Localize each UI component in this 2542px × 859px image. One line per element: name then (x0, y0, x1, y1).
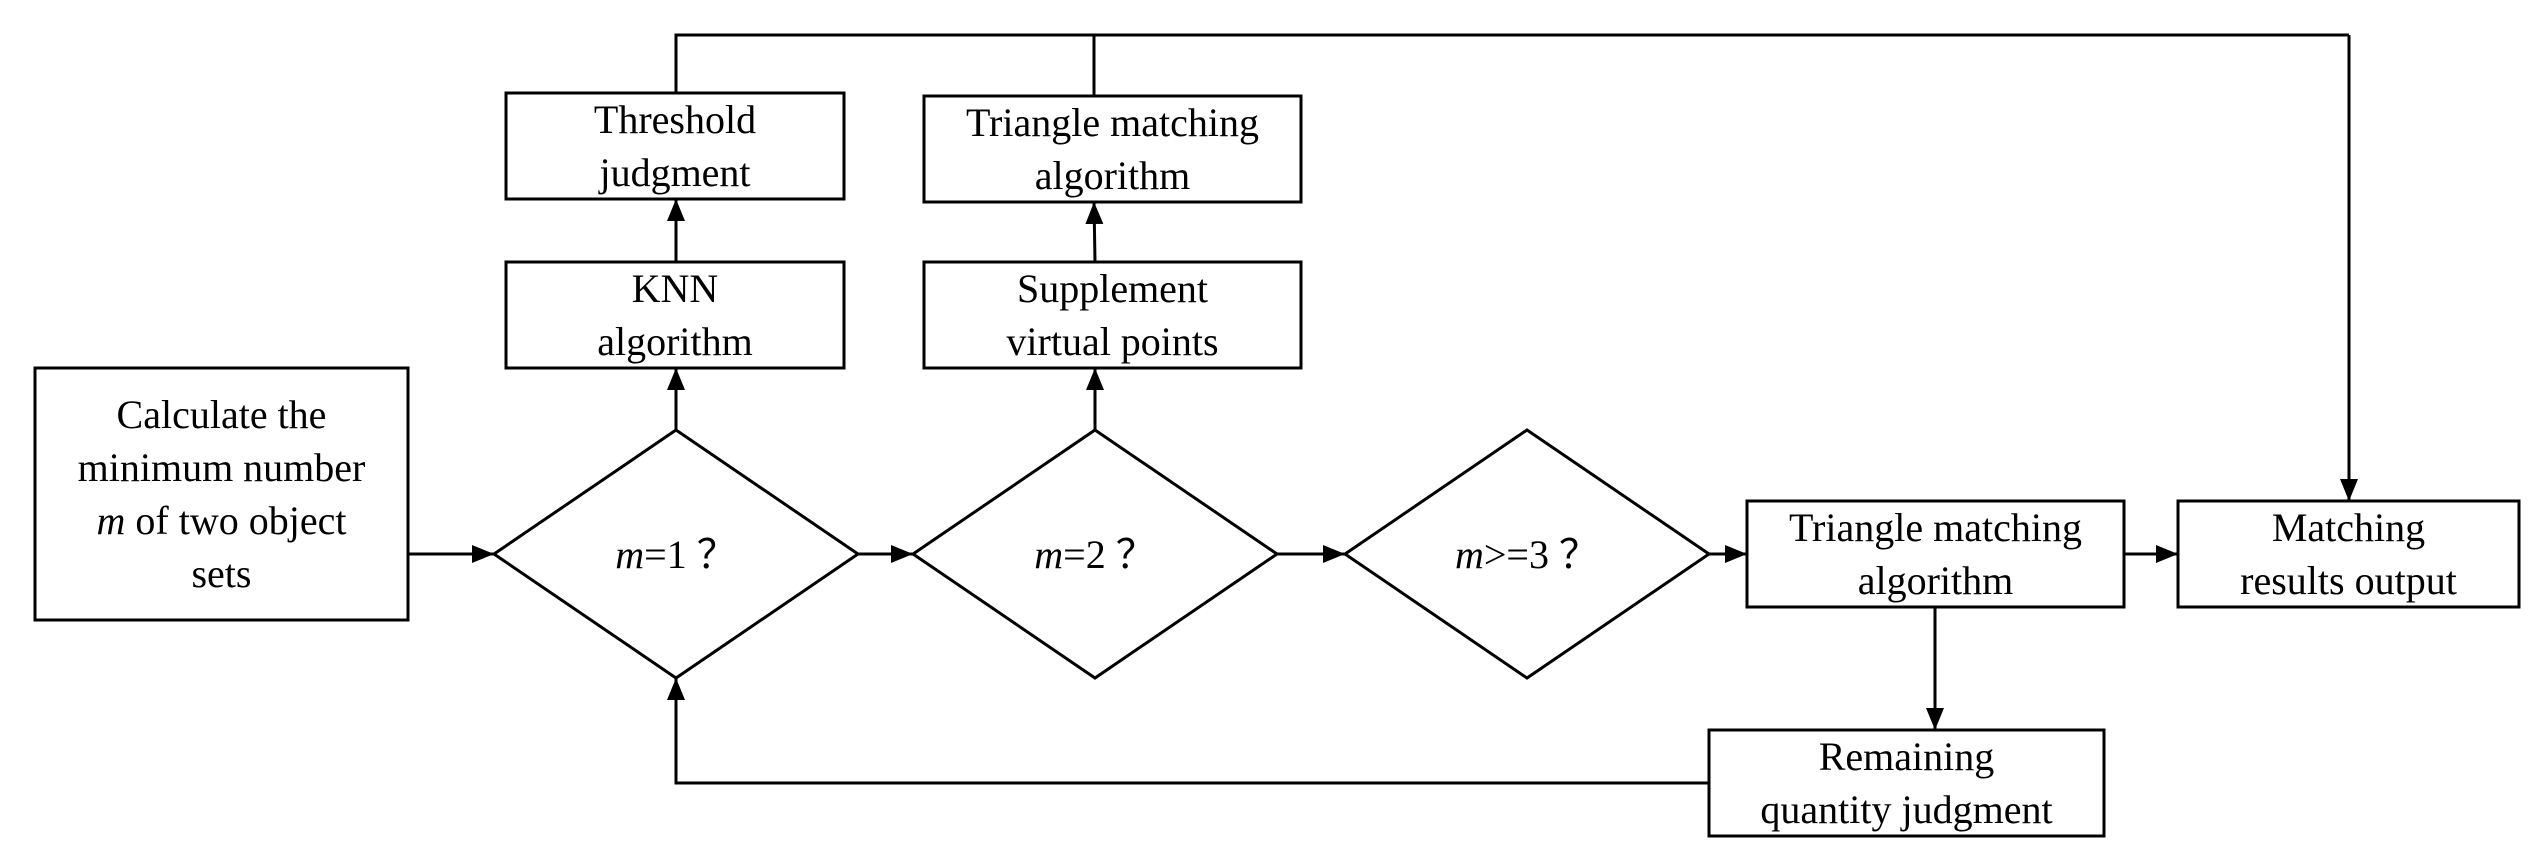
decision-m3-label: m>=3 ？ (1454, 531, 1599, 577)
calc-label: Calculate the minimum number m of two ob… (77, 392, 366, 596)
supplement-box (922, 260, 1303, 370)
triangle-top-box (922, 94, 1303, 204)
connector-threshold-top (674, 33, 2349, 93)
decision-m2-diamond (910, 428, 1280, 680)
decision-m3-diamond (1342, 428, 1712, 680)
arrow-remaining-to-m1 (667, 678, 1709, 785)
calc-box (33, 366, 410, 622)
arrow-supplement-to-triangle (1085, 201, 1104, 263)
decision-m1-label: m=1 ？ (615, 531, 737, 577)
decision-m2-label: m=2 ？ (1034, 531, 1156, 577)
